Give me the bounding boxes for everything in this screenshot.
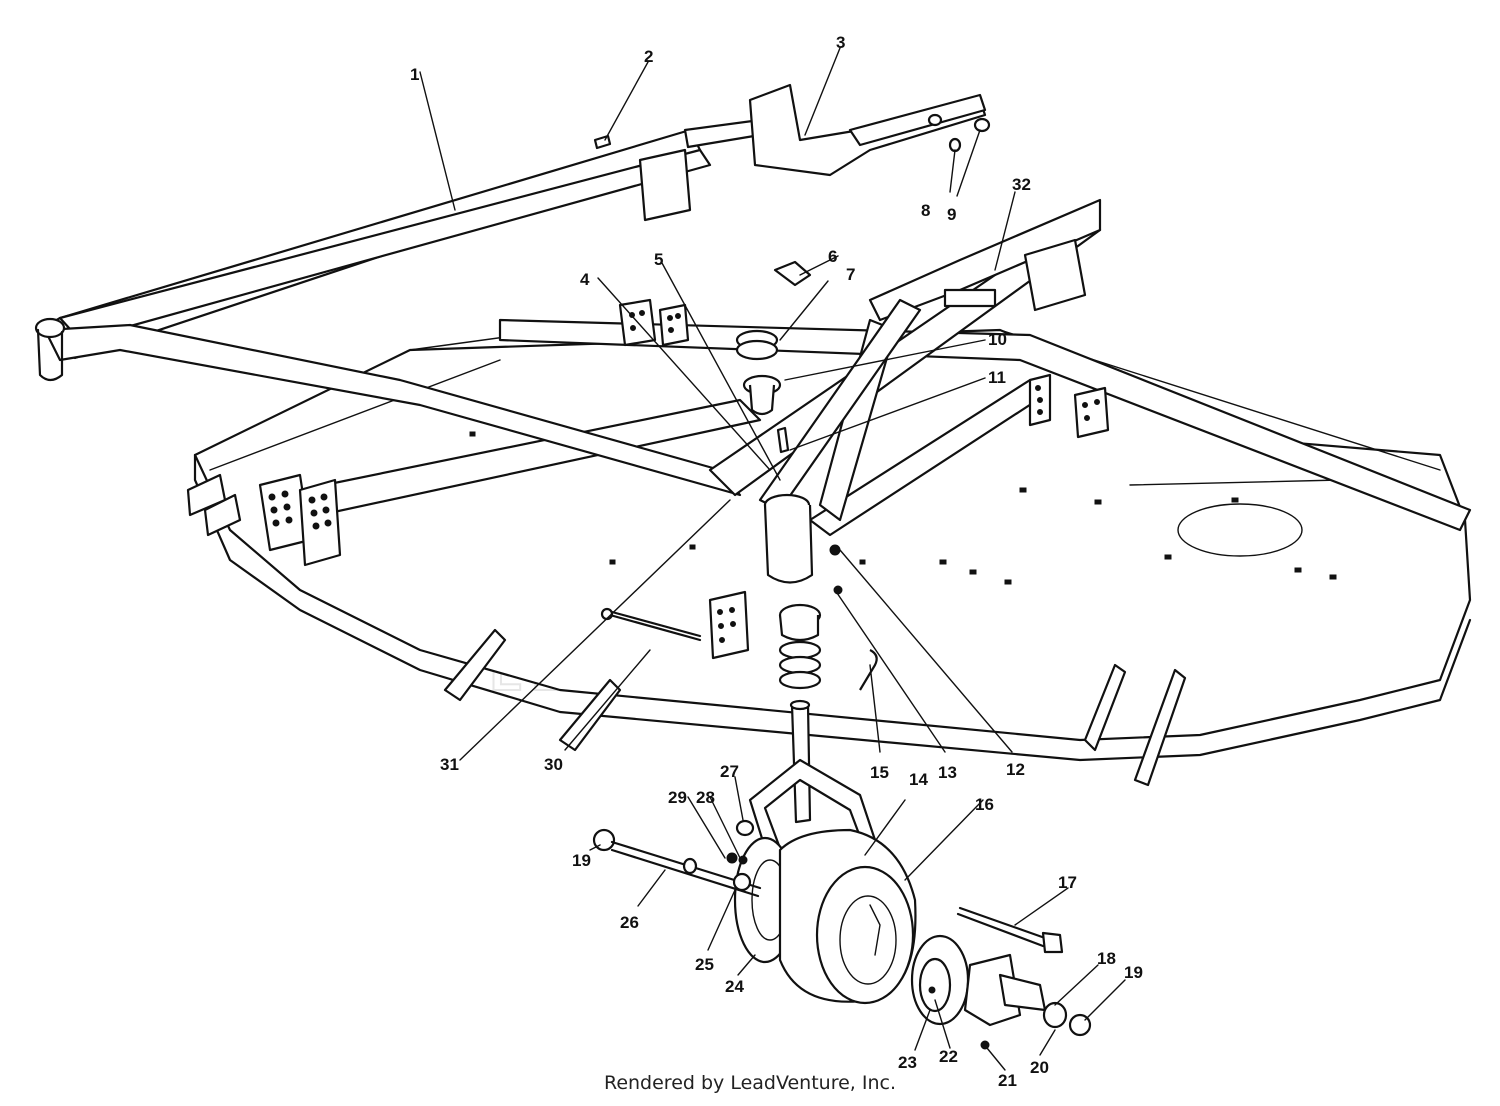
footer-credit: Rendered by LeadVenture, Inc. <box>603 1072 897 1094</box>
callout-2: 2 <box>644 47 653 66</box>
callout-10: 10 <box>988 330 1007 349</box>
callout-labels: 1 2 3 4 5 6 7 8 9 10 11 12 13 14 15 16 1… <box>410 33 1143 1090</box>
callout-31: 31 <box>440 755 459 774</box>
callout-4: 4 <box>580 270 590 289</box>
callout-13: 13 <box>938 763 957 782</box>
hinge-clips <box>186 473 242 537</box>
callout-24: 24 <box>725 977 744 996</box>
caster-wheel <box>733 828 917 1005</box>
callout-27: 27 <box>720 762 739 781</box>
callout-17: 17 <box>1058 873 1077 892</box>
callout-5: 5 <box>654 250 663 269</box>
wheel-hub <box>910 934 1092 1050</box>
callout-20: 20 <box>1030 1058 1049 1077</box>
callout-23: 23 <box>898 1053 917 1072</box>
callout-9: 9 <box>947 205 956 224</box>
callout-22: 22 <box>939 1047 958 1066</box>
callout-25: 25 <box>695 955 714 974</box>
callout-29: 29 <box>668 788 687 807</box>
deck-brackets <box>258 298 1110 660</box>
deck-rails <box>298 318 1472 537</box>
callout-12: 12 <box>1006 760 1025 779</box>
callout-19a: 19 <box>1124 963 1143 982</box>
callout-11: 11 <box>988 368 1006 387</box>
leader-lines <box>419 47 1126 1071</box>
callout-32: 32 <box>1012 175 1031 194</box>
callout-15: 15 <box>870 763 889 782</box>
callout-19b: 19 <box>572 851 591 870</box>
lift-arm <box>593 83 991 177</box>
callout-1: 1 <box>410 65 419 84</box>
pivot-assembly <box>735 260 878 691</box>
callout-3: 3 <box>836 33 845 52</box>
callout-28: 28 <box>696 788 715 807</box>
hitch-frame <box>34 128 1102 522</box>
axle-parts <box>592 819 762 898</box>
callout-16: 16 <box>975 795 994 814</box>
callout-14: 14 <box>909 770 928 789</box>
callout-21: 21 <box>998 1071 1017 1090</box>
deck-tabs <box>443 628 1187 787</box>
callout-8: 8 <box>921 201 930 220</box>
callout-18: 18 <box>1097 949 1116 968</box>
callout-7: 7 <box>846 265 855 284</box>
callout-6: 6 <box>828 247 837 266</box>
callout-26: 26 <box>620 913 639 932</box>
bolt <box>956 906 1064 954</box>
callout-30: 30 <box>544 755 563 774</box>
